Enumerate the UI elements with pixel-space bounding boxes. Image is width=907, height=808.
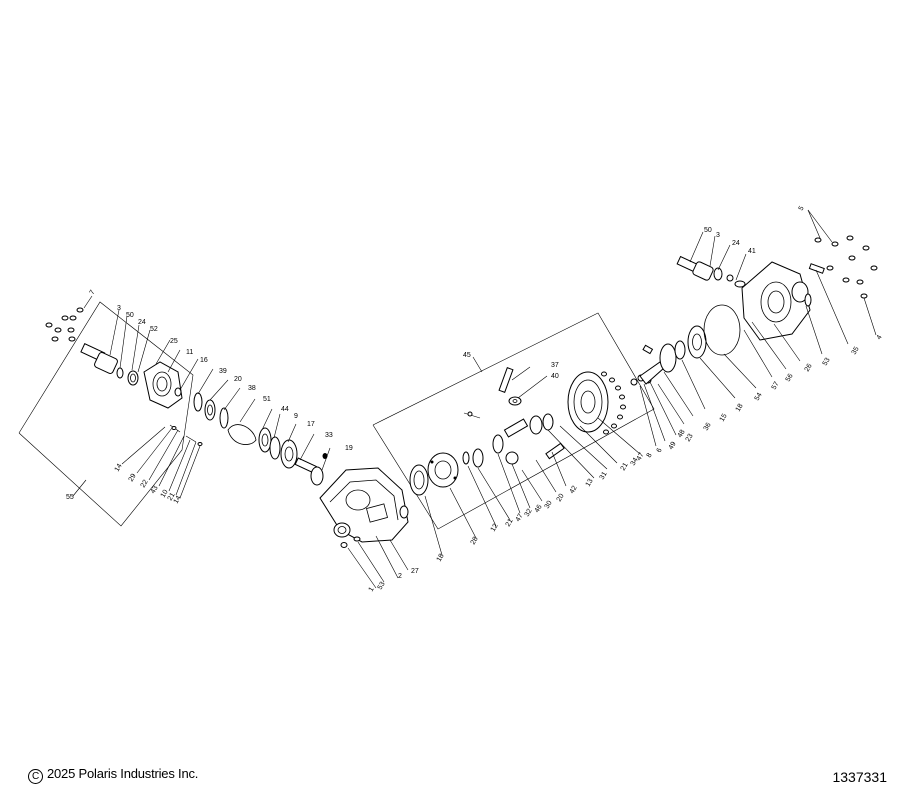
differential-carrier-icon xyxy=(427,452,459,488)
callout-44: 44 xyxy=(281,406,289,413)
callout-18-b: 18 xyxy=(735,403,745,413)
callout-56: 56 xyxy=(785,373,795,383)
right-output-shaft-icon xyxy=(676,255,746,288)
callout-14-a: 14 xyxy=(114,463,124,473)
callout-1: 1 xyxy=(368,586,376,593)
right-bolt-set-icon xyxy=(804,235,878,307)
callout-54: 54 xyxy=(754,392,764,402)
copyright-text: 2025 Polaris Industries Inc. xyxy=(47,766,199,781)
leader-lines xyxy=(83,209,877,589)
pinion-gear-icon xyxy=(294,453,328,486)
callout-53: 53 xyxy=(377,581,387,591)
callout-31: 31 xyxy=(599,471,609,481)
callout-47-a: 47 xyxy=(515,513,525,523)
callout-34: 34 xyxy=(630,457,640,467)
callout-24-b: 24 xyxy=(732,240,740,247)
callout-41: 41 xyxy=(748,248,756,255)
callout-20-b: 20 xyxy=(556,493,566,503)
callout-24: 24 xyxy=(138,319,146,326)
callout-14-b: 14 xyxy=(173,495,183,505)
copyright-notice: C 2025 Polaris Industries Inc. xyxy=(28,766,198,784)
callout-32: 32 xyxy=(524,508,534,518)
differential-assembly xyxy=(409,367,565,496)
callout-21-b: 21 xyxy=(505,518,515,528)
output-shaft-icon xyxy=(80,343,139,386)
callout-45: 45 xyxy=(463,352,471,359)
callout-17: 17 xyxy=(307,421,315,428)
callout-42: 42 xyxy=(569,485,579,495)
ring-gear-bolt-circle-icon xyxy=(601,371,626,435)
left-housing-icon xyxy=(143,361,183,409)
callout-50-b: 50 xyxy=(704,227,712,234)
callout-26: 26 xyxy=(804,363,814,373)
callout-33: 33 xyxy=(325,432,333,439)
callout-49: 49 xyxy=(668,441,678,451)
callout-12: 12 xyxy=(490,523,500,533)
callout-40: 40 xyxy=(551,373,559,380)
callout-5: 5 xyxy=(798,205,806,212)
main-gearcase-icon xyxy=(319,467,409,548)
callout-16: 16 xyxy=(200,357,208,364)
copyright-symbol-icon: C xyxy=(28,769,43,784)
callout-11: 11 xyxy=(186,349,193,356)
callout-48: 48 xyxy=(677,429,687,439)
bolt-set-icon xyxy=(45,307,84,342)
callout-6: 6 xyxy=(656,447,664,454)
callout-55: 55 xyxy=(66,494,74,501)
callout-labels: 7 3 50 24 52 25 11 16 39 20 38 51 44 9 1… xyxy=(66,205,884,593)
callout-7: 7 xyxy=(89,289,97,296)
callout-19: 19 xyxy=(345,445,353,452)
group-bracket-45 xyxy=(372,312,655,530)
callout-3: 3 xyxy=(117,305,121,312)
callout-51: 51 xyxy=(263,396,271,403)
left-output-assembly xyxy=(45,307,328,486)
right-bearing-stack xyxy=(630,304,741,386)
callout-30: 30 xyxy=(544,500,554,510)
ring-gear-icon xyxy=(567,371,626,435)
group-bracket-55 xyxy=(18,301,194,527)
callout-27: 27 xyxy=(411,568,419,575)
callout-53-b: 53 xyxy=(822,357,832,367)
callout-2: 2 xyxy=(398,573,402,580)
right-housing-icon xyxy=(741,261,811,341)
callout-46: 46 xyxy=(534,504,544,514)
callout-47-b: 47 xyxy=(636,452,646,462)
callout-39: 39 xyxy=(219,368,227,375)
callout-15: 15 xyxy=(719,413,729,423)
callout-35: 35 xyxy=(851,346,861,356)
callout-52: 52 xyxy=(150,326,158,333)
callout-18-a: 18 xyxy=(436,553,446,563)
callout-25: 25 xyxy=(170,338,178,345)
callout-22: 22 xyxy=(140,479,150,489)
callout-38: 38 xyxy=(248,385,256,392)
callout-43: 43 xyxy=(150,485,160,495)
diagram-number: 1337331 xyxy=(832,769,887,785)
callout-21-c: 21 xyxy=(620,462,630,472)
callout-9: 9 xyxy=(294,413,298,420)
callout-13: 13 xyxy=(585,478,595,488)
callout-37: 37 xyxy=(551,362,559,369)
callout-4: 4 xyxy=(876,334,884,341)
callout-28: 28 xyxy=(470,536,480,546)
callout-21-a: 21 xyxy=(167,492,177,502)
callout-29: 29 xyxy=(128,473,138,483)
callout-10: 10 xyxy=(160,489,170,499)
callout-57: 57 xyxy=(771,381,781,391)
callout-20: 20 xyxy=(234,376,242,383)
callout-23: 23 xyxy=(685,433,695,443)
callout-8: 8 xyxy=(646,452,654,459)
callout-36: 36 xyxy=(703,422,713,432)
callout-3-b: 3 xyxy=(716,232,720,239)
callout-50: 50 xyxy=(126,312,134,319)
